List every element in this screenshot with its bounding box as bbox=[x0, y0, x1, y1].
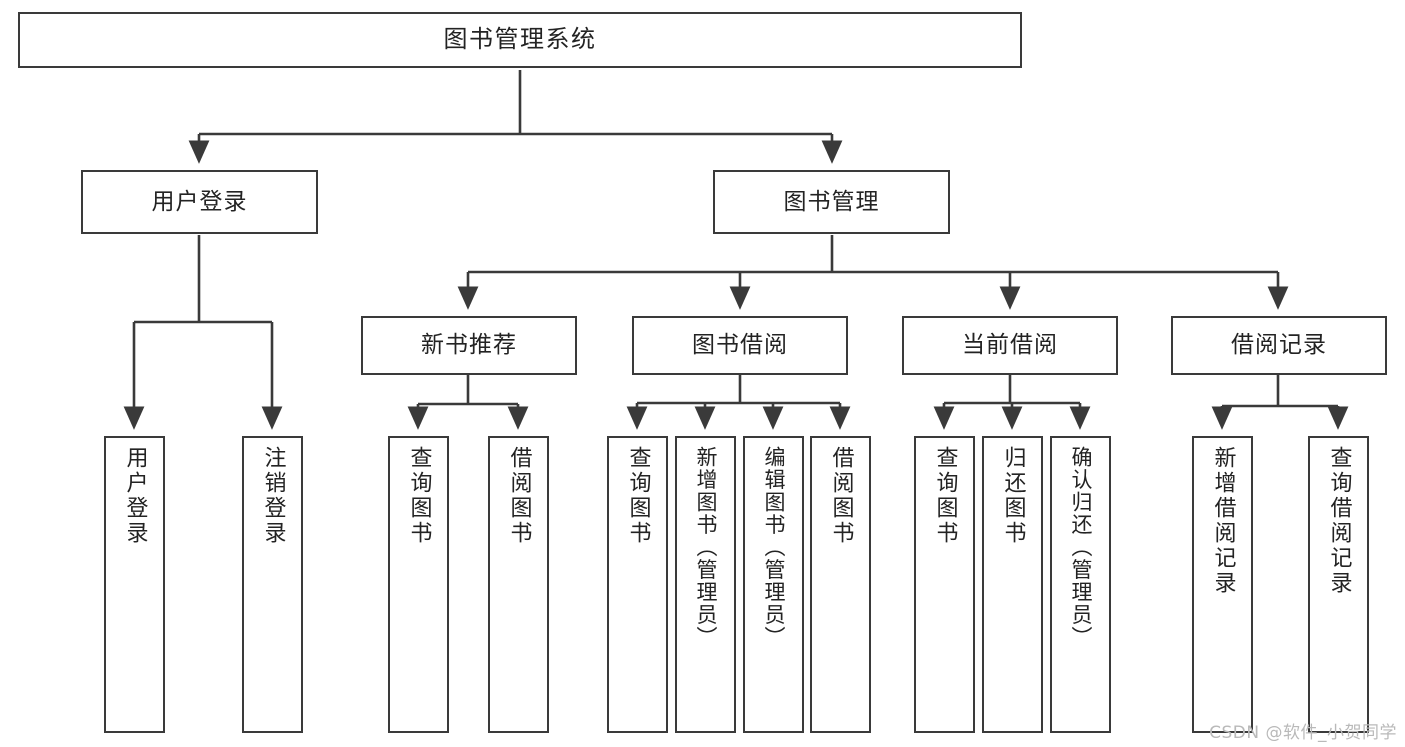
node-label: 图书管理系统 bbox=[443, 25, 597, 54]
node-user-login[interactable]: 用户登录 bbox=[81, 170, 318, 234]
node-label: 查询图书 bbox=[625, 446, 651, 546]
node-leaf-user-login[interactable]: 用户登录 bbox=[104, 436, 165, 733]
node-leaf-edit-book-admin[interactable]: 编辑图书（管理员） bbox=[743, 436, 804, 733]
node-label: 新增图书（管理员） bbox=[694, 446, 718, 649]
node-label: 编辑图书（管理员） bbox=[762, 446, 786, 649]
node-leaf-logout-login[interactable]: 注销登录 bbox=[242, 436, 303, 733]
node-new-book-recommend[interactable]: 新书推荐 bbox=[361, 316, 577, 375]
node-label: 查询图书 bbox=[932, 446, 958, 546]
node-leaf-query-book-borrow[interactable]: 查询图书 bbox=[607, 436, 668, 733]
node-label: 借阅记录 bbox=[1231, 332, 1327, 359]
node-label: 当前借阅 bbox=[962, 332, 1058, 359]
node-leaf-query-borrow-record[interactable]: 查询借阅记录 bbox=[1308, 436, 1369, 733]
node-label: 查询图书 bbox=[406, 446, 432, 546]
node-book-borrow[interactable]: 图书借阅 bbox=[632, 316, 848, 375]
node-label: 确认归还（管理员） bbox=[1069, 446, 1093, 649]
csdn-watermark: CSDN @软件_小贺同学 bbox=[1209, 723, 1397, 743]
node-label: 借阅图书 bbox=[828, 446, 854, 546]
node-root-book-management-system[interactable]: 图书管理系统 bbox=[18, 12, 1022, 68]
node-leaf-borrow-book-borrow[interactable]: 借阅图书 bbox=[810, 436, 871, 733]
node-label: 图书管理 bbox=[783, 188, 880, 215]
node-label: 用户登录 bbox=[151, 188, 248, 215]
node-leaf-confirm-return-admin[interactable]: 确认归还（管理员） bbox=[1050, 436, 1111, 733]
node-label: 归还图书 bbox=[1000, 446, 1026, 546]
node-label: 借阅图书 bbox=[506, 446, 532, 546]
node-leaf-query-book-recommend[interactable]: 查询图书 bbox=[388, 436, 449, 733]
node-label: 新书推荐 bbox=[421, 332, 517, 359]
node-leaf-add-book-admin[interactable]: 新增图书（管理员） bbox=[675, 436, 736, 733]
node-leaf-borrow-book-recommend[interactable]: 借阅图书 bbox=[488, 436, 549, 733]
node-leaf-return-book[interactable]: 归还图书 bbox=[982, 436, 1043, 733]
node-leaf-add-borrow-record[interactable]: 新增借阅记录 bbox=[1192, 436, 1253, 733]
node-label: 查询借阅记录 bbox=[1326, 446, 1352, 596]
node-book-management[interactable]: 图书管理 bbox=[713, 170, 950, 234]
node-label: 用户登录 bbox=[122, 446, 148, 546]
node-current-borrow[interactable]: 当前借阅 bbox=[902, 316, 1118, 375]
node-leaf-query-book-current[interactable]: 查询图书 bbox=[914, 436, 975, 733]
node-label: 注销登录 bbox=[260, 446, 286, 546]
node-borrow-record[interactable]: 借阅记录 bbox=[1171, 316, 1387, 375]
node-label: 图书借阅 bbox=[692, 332, 788, 359]
node-label: 新增借阅记录 bbox=[1210, 446, 1236, 596]
